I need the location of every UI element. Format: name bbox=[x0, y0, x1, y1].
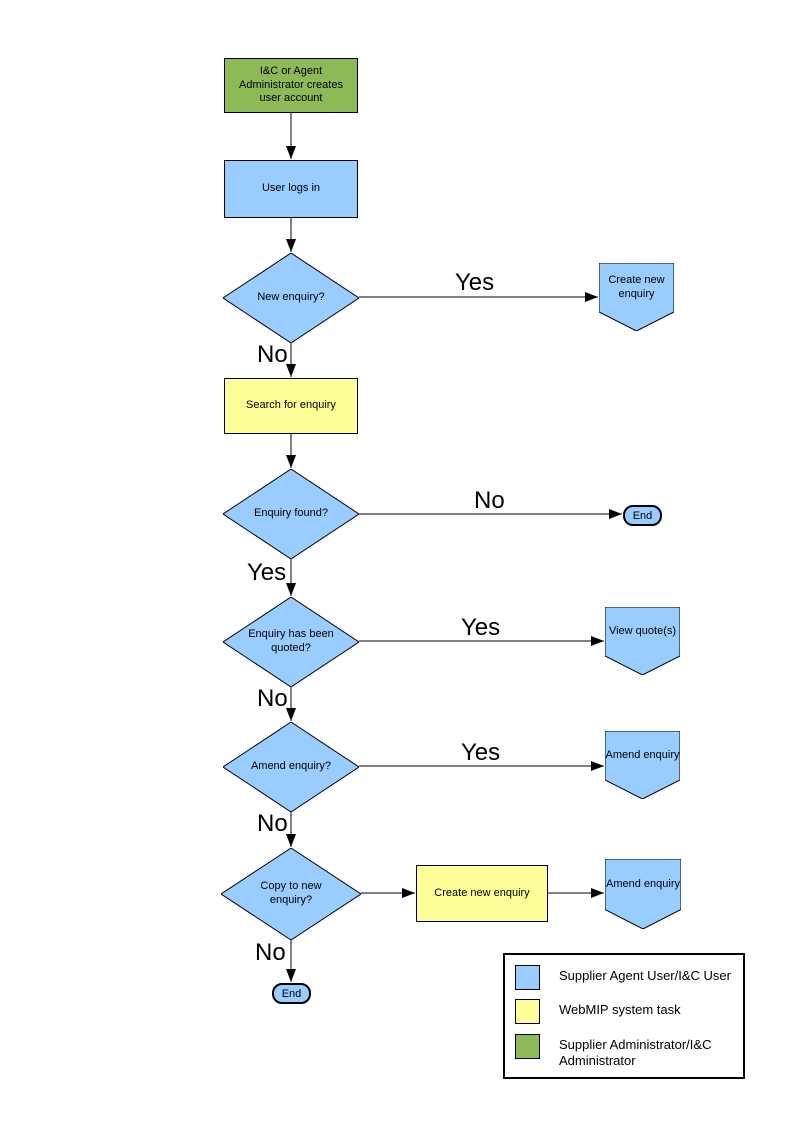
legend-item-admin: Supplier Administrator/I&C Administrator bbox=[515, 1033, 743, 1070]
node-label: View quote(s) bbox=[608, 625, 677, 638]
diamond-shape bbox=[223, 722, 359, 812]
node-view-quotes-offpage: View quote(s) bbox=[605, 607, 680, 675]
node-label: Create new enquiry bbox=[608, 274, 665, 301]
diamond-shape bbox=[221, 848, 361, 940]
node-label: Enquiry found? bbox=[254, 507, 328, 520]
diamond-shape bbox=[223, 597, 359, 687]
node-new-enquiry-decision: New enquiry? bbox=[223, 253, 359, 343]
legend-swatch-system bbox=[515, 999, 540, 1025]
node-amend-enquiry-offpage: Amend enquiry bbox=[605, 731, 680, 799]
node-amend-enquiry-decision: Amend enquiry? bbox=[223, 722, 359, 812]
edge-label-new-enquiry-no: No bbox=[257, 341, 288, 368]
node-create-new-enquiry-offpage: Create new enquiry bbox=[599, 263, 674, 331]
node-end-right: End bbox=[623, 505, 662, 526]
pentagon-shape bbox=[605, 859, 681, 929]
legend-item-system: WebMIP system task bbox=[515, 999, 743, 1025]
node-label: Enquiry has been quoted? bbox=[248, 628, 334, 654]
edge-label-amend-no: No bbox=[257, 810, 288, 837]
legend-label-user: Supplier Agent User/I&C User bbox=[559, 968, 731, 983]
node-search-for-enquiry: Search for enquiry bbox=[224, 378, 358, 434]
pentagon-shape bbox=[605, 607, 680, 675]
legend-label-admin: Supplier Administrator/I&C Administrator bbox=[559, 1036, 712, 1068]
node-enquiry-found-decision: Enquiry found? bbox=[223, 469, 359, 559]
pentagon-shape bbox=[605, 731, 680, 799]
edge-label-enquiry-found-yes: Yes bbox=[247, 559, 287, 586]
diamond-shape bbox=[223, 469, 359, 559]
legend-swatch-user bbox=[515, 965, 540, 990]
node-label: Amend enquiry bbox=[606, 878, 680, 891]
edge-label-quoted-no: No bbox=[257, 685, 288, 712]
node-label: Amend enquiry bbox=[605, 749, 680, 762]
legend-label-system: WebMIP system task bbox=[559, 1002, 681, 1018]
legend-swatch-admin bbox=[515, 1033, 540, 1059]
node-create-new-enquiry-task: Create new enquiry bbox=[416, 865, 548, 922]
edge-label-new-enquiry-yes: Yes bbox=[455, 269, 495, 296]
edge-label-copy-no: No bbox=[255, 939, 286, 966]
node-label: Amend enquiry? bbox=[250, 760, 332, 773]
node-user-logs-in: User logs in bbox=[224, 160, 358, 218]
diamond-shape bbox=[223, 253, 359, 343]
node-amend-enquiry-offpage-2: Amend enquiry bbox=[605, 859, 681, 929]
edge-label-amend-yes: Yes bbox=[461, 739, 501, 766]
node-create-account: I&C or Agent Administrator creates user … bbox=[224, 58, 358, 113]
node-copy-to-new-decision: Copy to new enquiry? bbox=[221, 848, 361, 940]
node-label: Copy to new enquiry? bbox=[260, 880, 322, 906]
node-label: New enquiry? bbox=[257, 291, 325, 304]
legend-item-user: Supplier Agent User/I&C User bbox=[515, 965, 743, 990]
node-enquiry-quoted-decision: Enquiry has been quoted? bbox=[223, 597, 359, 687]
legend: Supplier Agent User/I&C User WebMIP syst… bbox=[503, 953, 745, 1079]
edge-label-quoted-yes: Yes bbox=[461, 614, 501, 641]
edge-label-enquiry-found-no: No bbox=[474, 487, 505, 514]
node-end-bottom: End bbox=[272, 983, 311, 1004]
pentagon-shape bbox=[599, 263, 674, 331]
